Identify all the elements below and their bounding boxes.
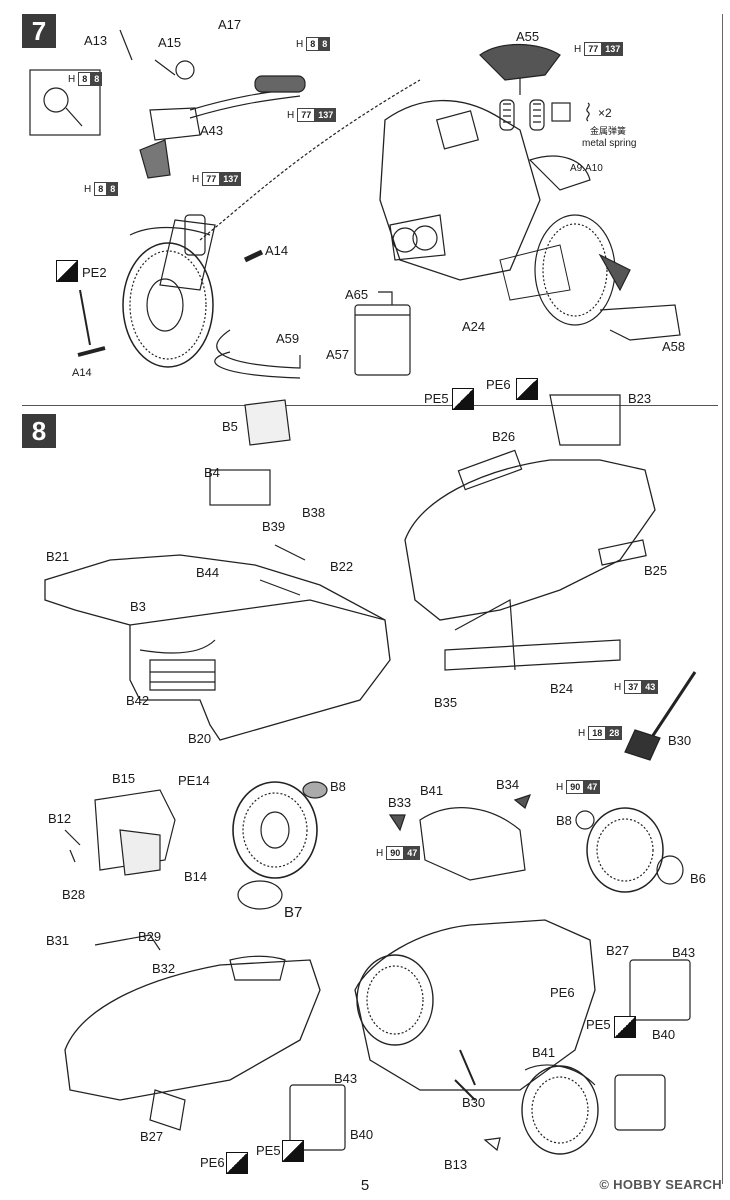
label-b22: B22 <box>330 559 354 574</box>
label-a9-a10: A9.A10 <box>570 163 603 174</box>
springs-drawing <box>499 99 590 131</box>
label-b5: B5 <box>222 419 238 434</box>
spring-note-cn: 金属弹簧 <box>590 126 627 136</box>
watermark: © HOBBY SEARCH <box>599 1177 722 1192</box>
label-b34: B34 <box>496 777 520 792</box>
motorcycle-body-drawing <box>379 99 631 326</box>
label-b6: B6 <box>690 871 706 886</box>
label-b31: B31 <box>46 933 70 948</box>
label-b38: B38 <box>302 505 326 520</box>
label-b14: B14 <box>184 869 208 884</box>
step-8-badge: 8 <box>22 414 56 448</box>
step-divider <box>22 405 718 406</box>
label-b20: B20 <box>188 731 212 746</box>
label-b40-right: B40 <box>652 1027 676 1042</box>
label-a57: A57 <box>326 347 350 362</box>
label-b7: B7 <box>284 904 303 921</box>
page-border-right <box>722 14 723 1184</box>
label-pe5-7: PE5 <box>424 391 449 406</box>
label-b26: B26 <box>492 429 516 444</box>
photo-etch-icon <box>282 1140 304 1162</box>
mirror-inset <box>29 69 101 136</box>
label-a59: A59 <box>276 331 300 346</box>
label-pe5-right: PE5 <box>586 1017 611 1032</box>
label-b39: B39 <box>262 519 286 534</box>
label-b21: B21 <box>46 549 70 564</box>
photo-etch-icon <box>56 260 78 282</box>
label-b33: B33 <box>388 795 412 810</box>
label-b40-left: B40 <box>350 1127 374 1142</box>
label-b25: B25 <box>644 563 668 578</box>
front-wheel-drawing <box>77 214 264 368</box>
label-b27-left: B27 <box>140 1129 164 1144</box>
page-number: 5 <box>360 1177 370 1194</box>
label-pe14: PE14 <box>178 773 210 788</box>
label-b8-right: B8 <box>556 813 572 828</box>
label-a14-bottom: A14 <box>72 367 92 379</box>
label-b8-left: B8 <box>330 779 346 794</box>
label-b28: B28 <box>62 887 86 902</box>
photo-etch-icon <box>452 388 474 410</box>
label-a15: A15 <box>158 35 182 50</box>
label-b32: B32 <box>152 961 176 976</box>
photo-etch-icon <box>226 1152 248 1174</box>
label-b42: B42 <box>126 693 150 708</box>
label-b43-left: B43 <box>334 1071 358 1086</box>
label-b41-bottom: B41 <box>532 1045 556 1060</box>
label-a13: A13 <box>84 33 108 48</box>
handlebar-drawing <box>119 29 306 179</box>
label-b44: B44 <box>196 565 220 580</box>
label-a55: A55 <box>516 29 540 44</box>
label-pe5-left: PE5 <box>256 1143 281 1158</box>
label-a24: A24 <box>462 319 486 334</box>
step-7-badge: 7 <box>22 14 56 48</box>
label-a17: A17 <box>218 17 242 32</box>
sidecar-chassis-drawing <box>44 399 391 741</box>
label-b12: B12 <box>48 811 72 826</box>
spring-count: ×2 <box>598 106 612 120</box>
final-assembly-right-drawing <box>354 919 691 1155</box>
label-b30-top: B30 <box>668 733 692 748</box>
label-b29: B29 <box>138 929 162 944</box>
label-a58: A58 <box>662 339 686 354</box>
label-b13: B13 <box>444 1157 468 1172</box>
label-b15: B15 <box>112 771 136 786</box>
label-b41-top: B41 <box>420 783 444 798</box>
label-pe6-7: PE6 <box>486 377 511 392</box>
label-pe6-left: PE6 <box>200 1155 225 1170</box>
label-b23: B23 <box>628 391 652 406</box>
sub-assemblies-drawing <box>64 781 684 910</box>
label-pe2: PE2 <box>82 265 107 280</box>
label-b3: B3 <box>130 599 146 614</box>
final-assembly-left-drawing <box>64 934 346 1151</box>
label-a43: A43 <box>200 123 224 138</box>
label-pe6-right: PE6 <box>550 985 575 1000</box>
label-b24: B24 <box>550 681 574 696</box>
label-b35: B35 <box>434 695 458 710</box>
label-b43-right: B43 <box>672 945 696 960</box>
label-b27-right: B27 <box>606 943 630 958</box>
label-b4: B4 <box>204 465 220 480</box>
label-a65: A65 <box>345 287 369 302</box>
label-b30-bottom: B30 <box>462 1095 486 1110</box>
sidecar-body-drawing <box>404 394 697 761</box>
photo-etch-icon <box>516 378 538 400</box>
photo-etch-icon <box>614 1016 636 1038</box>
label-a14-top: A14 <box>265 243 289 258</box>
spring-note-en: metal spring <box>582 138 637 149</box>
